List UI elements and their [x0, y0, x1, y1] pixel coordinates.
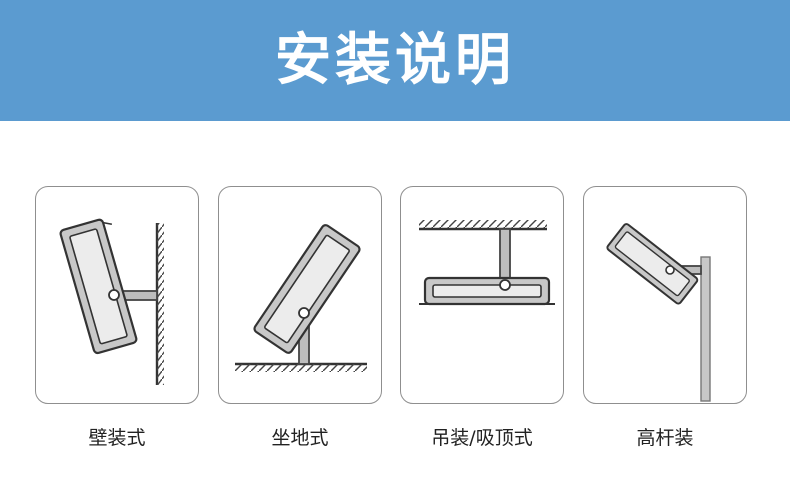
- pole-mount-icon: [606, 223, 711, 402]
- page-title: 安装说明: [275, 27, 515, 93]
- ceiling-mount-icon: [419, 220, 555, 306]
- floor-mount-label: 坐地式: [271, 427, 329, 449]
- floor-mount-card: [218, 186, 382, 404]
- wall-mount-card: [35, 186, 199, 404]
- wall-mount-icon: [59, 218, 164, 385]
- wall-mount-label: 壁装式: [88, 427, 146, 449]
- ceiling-mount-label: 吊装/吸顶式: [431, 427, 533, 449]
- floor-mount-icon: [235, 224, 367, 372]
- pole-mount-label: 高杆装: [636, 427, 694, 449]
- ceiling-mount-card: [400, 186, 564, 404]
- pole-mount-card: [583, 186, 747, 404]
- title-banner: 安装说明: [0, 0, 790, 121]
